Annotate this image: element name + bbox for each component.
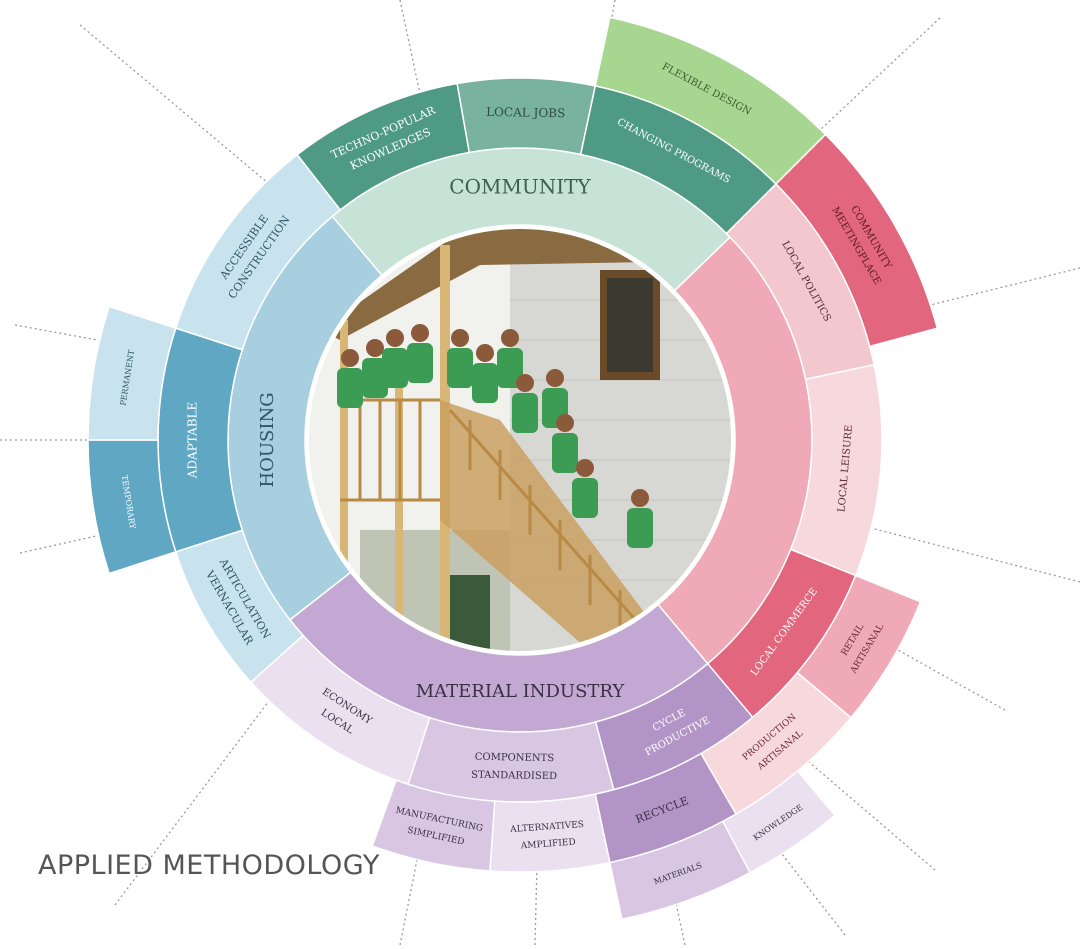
spoke (839, 519, 1080, 583)
label-standardised-2: COMPONENTS (475, 752, 555, 764)
spoke (399, 0, 433, 151)
photo-stair-rails (340, 398, 642, 640)
spoke (739, 799, 846, 936)
photo-window-pane (607, 278, 653, 372)
spoke (819, 17, 941, 131)
photo-frame (305, 225, 735, 655)
wheel-rings (87, 16, 939, 921)
person (472, 344, 498, 403)
spoke (879, 639, 1006, 711)
person (552, 414, 578, 473)
photo-door (445, 575, 490, 652)
spoke (639, 734, 686, 946)
person (407, 324, 433, 383)
label-local-jobs: LOCAL JOBS (486, 105, 565, 120)
segment-community-meetingplace (774, 133, 939, 348)
group-photo (308, 228, 732, 652)
label-adaptable: ADAPTABLE (186, 402, 200, 480)
diagram-title: APPLIED METHODOLOGY (38, 850, 380, 881)
label-amplified-1: AMPLIFIED (520, 838, 576, 852)
segment-materials (608, 820, 752, 921)
label-housing: HOUSING (257, 392, 278, 487)
photo-people (337, 324, 653, 548)
label-standardised-1: STANDARDISED (471, 770, 557, 782)
photo-staircase (440, 400, 650, 652)
person (362, 339, 388, 398)
spoke (759, 719, 936, 871)
spoke (909, 267, 1080, 311)
label-material-industry: MATERIAL INDUSTRY (416, 681, 626, 702)
person (572, 459, 598, 518)
person (627, 489, 653, 548)
person (512, 374, 538, 433)
segment-amplified-alternatives (489, 793, 611, 873)
segment-permanent (87, 305, 177, 441)
segment-simplified-manufacturing (371, 779, 496, 872)
person (337, 349, 363, 408)
person (497, 329, 523, 388)
segment-accessible-construction (174, 153, 342, 351)
person (447, 329, 473, 388)
person (382, 329, 408, 388)
label-community: COMMUNITY (449, 175, 591, 199)
